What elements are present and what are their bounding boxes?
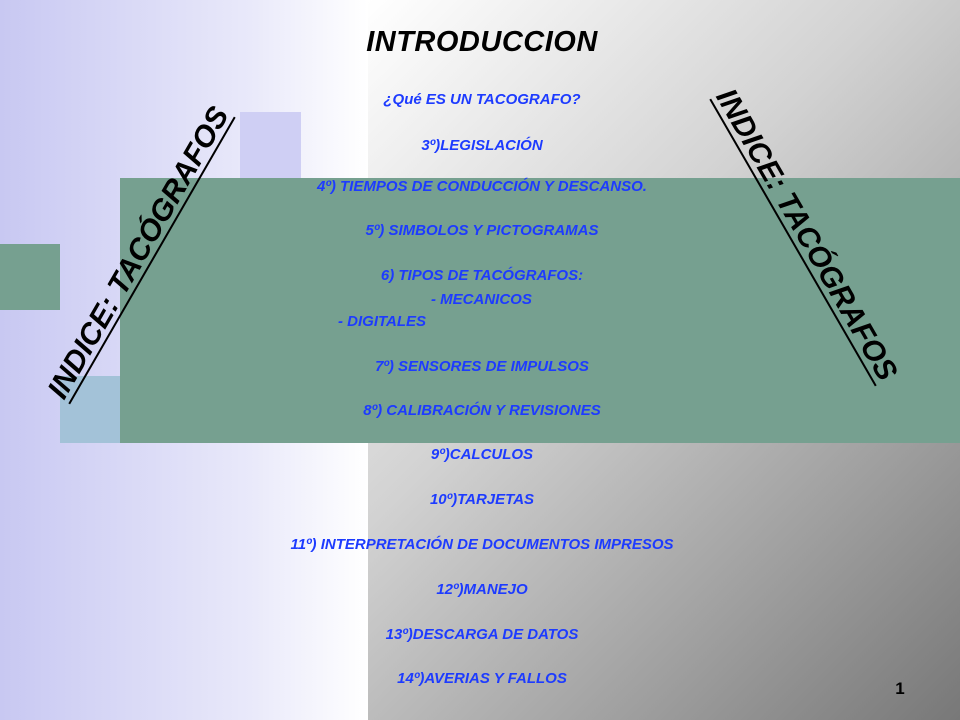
index-item: 11º) INTERPRETACIÓN DE DOCUMENTOS IMPRES… — [290, 536, 674, 553]
index-subitem: - MECANICOS — [431, 291, 532, 308]
deco-square — [0, 244, 60, 310]
index-item: 14º)AVERIAS Y FALLOS — [397, 670, 567, 687]
index-item: 6) TIPOS DE TACÓGRAFOS: — [380, 267, 584, 284]
page-number: 1 — [895, 679, 905, 698]
green-band — [120, 178, 960, 443]
index-item: 9º)CALCULOS — [430, 446, 534, 463]
deco-square — [240, 112, 301, 178]
slide-title: INTRODUCCION — [366, 26, 598, 58]
index-item: 3º)LEGISLACIÓN — [421, 137, 543, 154]
index-item: 13º)DESCARGA DE DATOS — [385, 626, 579, 643]
index-item: ¿Qué ES UN TACOGRAFO? — [383, 91, 581, 108]
deco-square — [60, 376, 120, 443]
index-item: 12º)MANEJO — [436, 581, 528, 598]
index-subitem: - DIGITALES — [338, 313, 427, 330]
index-item: 4º) TIEMPOS DE CONDUCCIÓN Y DESCANSO. — [317, 178, 647, 195]
index-item: 8º) CALIBRACIÓN Y REVISIONES — [363, 402, 601, 419]
index-item: 5º) SIMBOLOS Y PICTOGRAMAS — [365, 222, 599, 239]
index-item: 10º)TARJETAS — [429, 491, 535, 508]
index-item: 7º) SENSORES DE IMPULSOS — [375, 358, 589, 375]
